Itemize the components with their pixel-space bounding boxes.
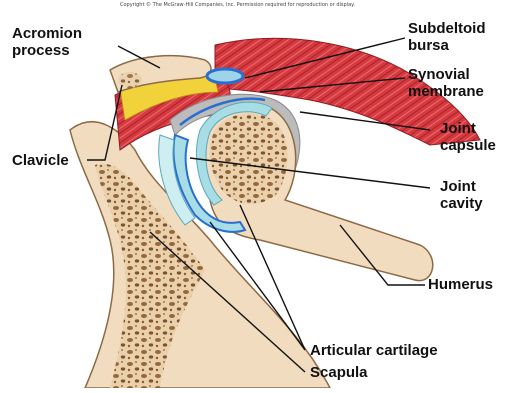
label-joint-cavity: Joint cavity bbox=[440, 178, 483, 212]
subdeltoid-bursa bbox=[207, 69, 243, 83]
copyright-notice: Copyright © The McGraw-Hill Companies, I… bbox=[120, 2, 355, 8]
label-synovial-membrane: Synovial membrane bbox=[408, 66, 484, 100]
label-acromion-process: Acromion process bbox=[12, 25, 82, 59]
label-humerus: Humerus bbox=[428, 276, 493, 293]
label-clavicle: Clavicle bbox=[12, 152, 69, 169]
label-joint-capsule: Joint capsule bbox=[440, 120, 496, 154]
label-articular-cartilage: Articular cartilage bbox=[310, 342, 438, 359]
label-subdeltoid-bursa: Subdeltoid bursa bbox=[408, 20, 486, 54]
label-scapula: Scapula bbox=[310, 364, 368, 381]
